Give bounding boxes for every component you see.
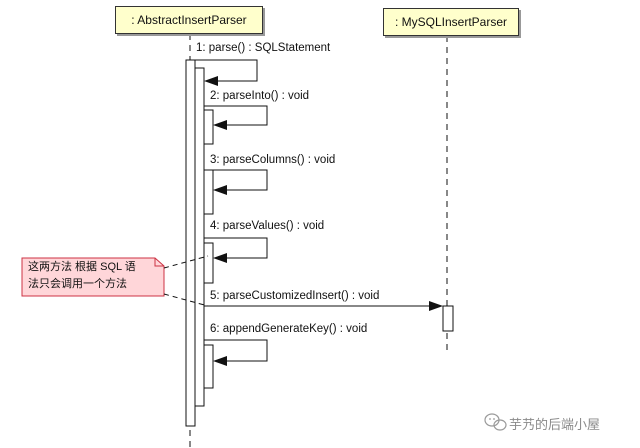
message-arrow-4 <box>204 237 268 263</box>
activation-bar-outer <box>185 59 196 427</box>
note-connector-parsecustomizedinsert <box>163 293 209 307</box>
activation-bar-parseinto <box>203 109 214 145</box>
message-label-2: 2: parseInto() : void <box>210 90 310 102</box>
message-label-1: 1: parse() : SQLStatement <box>196 42 331 54</box>
note-shape <box>21 257 165 297</box>
note-line-2: 法只会调用一个方法 <box>28 278 127 290</box>
message-label-6: 6: appendGenerateKey() : void <box>210 323 368 335</box>
activation-bar-parsevalues <box>203 242 214 284</box>
activation-bar-mysql <box>442 305 454 332</box>
lifeline-label: : AbstractInsertParser <box>131 13 247 27</box>
note-line-1: 这两方法 根据 SQL 语 <box>28 261 136 273</box>
watermark-text: 芋艿的后端小屋 <box>509 417 601 432</box>
activation-bar-parsecolumns <box>203 169 214 215</box>
message-label-3: 3: parseColumns() : void <box>210 154 336 166</box>
activation-bar-appendgeneratekey <box>203 344 214 389</box>
lifeline-header-mysqlinsertparser: : MySQLInsertParser <box>383 8 519 36</box>
wechat-icon <box>484 413 507 431</box>
message-label-5: 5: parseCustomizedInsert() : void <box>210 290 380 302</box>
message-arrow-6 <box>204 339 268 366</box>
lifeline-label: : MySQLInsertParser <box>394 15 508 29</box>
message-label-4: 4: parseValues() : void <box>210 220 325 232</box>
message-arrow-2 <box>204 105 268 130</box>
activation-bar-parse <box>194 67 205 407</box>
message-arrow-5 <box>204 301 443 311</box>
lifeline-header-abstractinsertparser: : AbstractInsertParser <box>115 6 263 34</box>
message-arrow-3 <box>204 169 268 195</box>
note-connector-parsevalues <box>163 255 209 269</box>
message-arrow-1 <box>195 59 258 86</box>
